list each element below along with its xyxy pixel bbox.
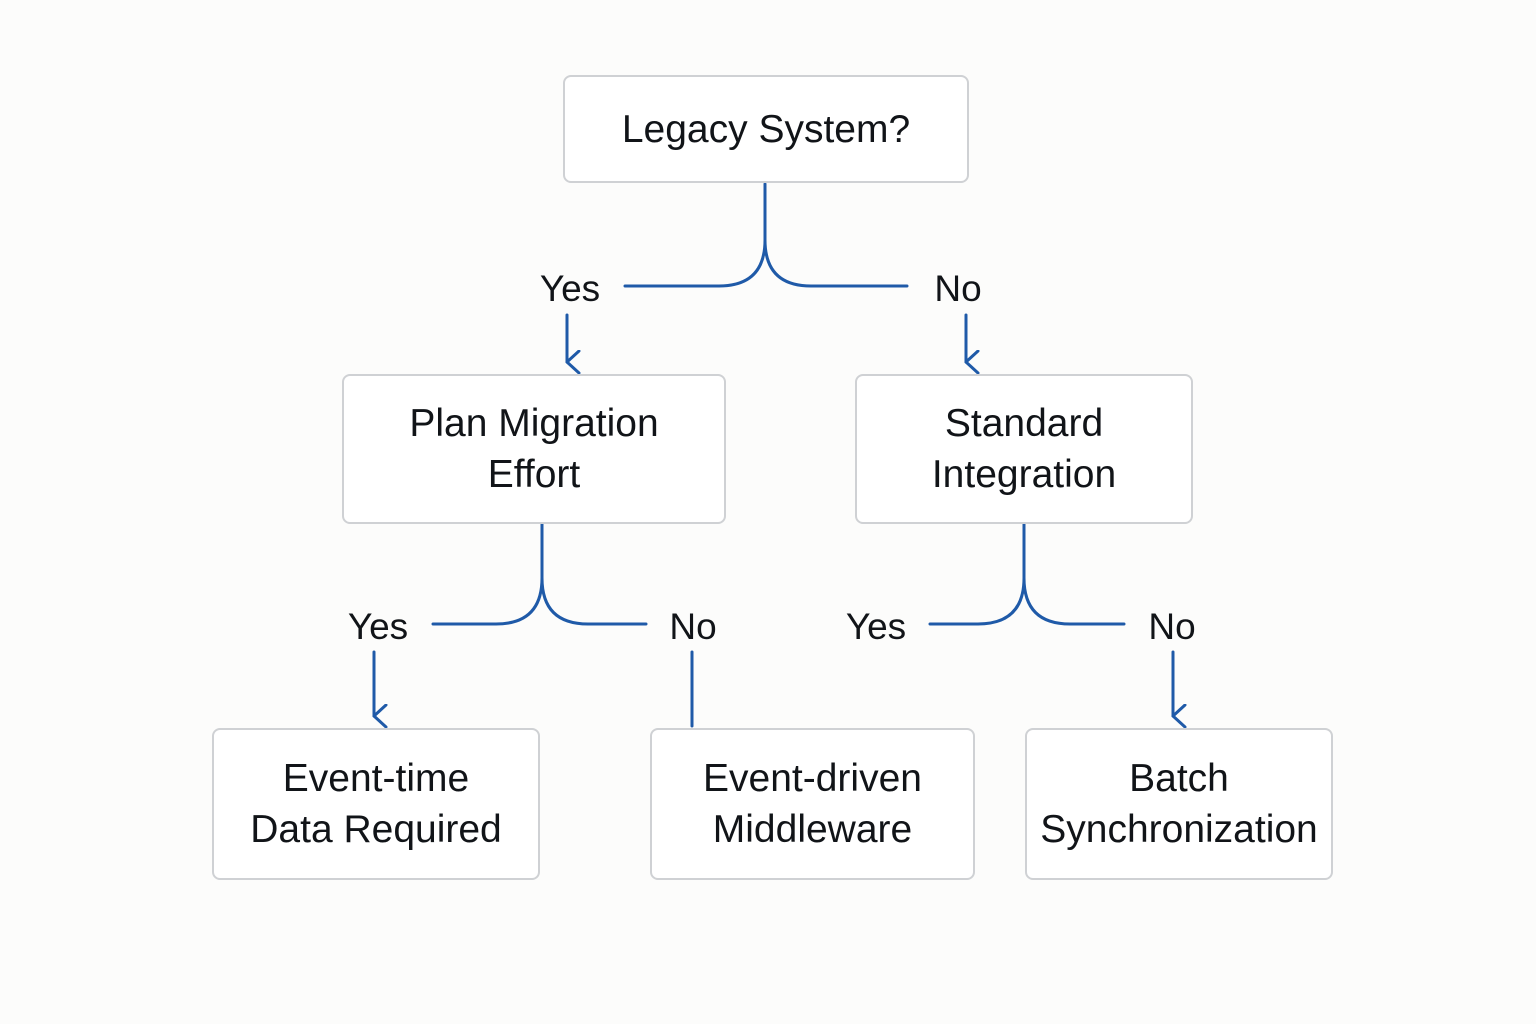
label-root-no: No <box>934 268 982 309</box>
node-event-time-line-1: Event-time <box>282 757 470 800</box>
node-standard-integration-text: Standard Integration <box>932 398 1116 500</box>
node-batch-synchronization-text: Batch Synchronization <box>1040 753 1318 855</box>
node-plan-migration-effort: Plan Migration Effort <box>342 374 726 524</box>
plan-split-connector <box>431 522 648 626</box>
node-legacy-system-line-1: Legacy System? <box>621 107 911 151</box>
label-plan-no: No <box>669 606 717 647</box>
node-plan-migration-effort-line-2: Effort <box>487 453 581 496</box>
node-event-time-line-2: Data Required <box>250 808 502 851</box>
node-legacy-system: Legacy System? <box>563 75 969 183</box>
standard-split-connector <box>928 522 1126 626</box>
node-event-driven-line-1: Event-driven <box>703 757 922 800</box>
node-event-driven-line-2: Middleware <box>712 808 913 851</box>
node-standard-integration-line-1: Standard <box>944 402 1104 445</box>
node-event-driven-middleware-text: Event-driven Middleware <box>703 753 922 855</box>
label-root-yes: Yes <box>539 268 601 309</box>
node-plan-migration-effort-text: Plan Migration Effort <box>409 398 658 500</box>
label-plan-yes: Yes <box>347 606 409 647</box>
node-legacy-system-text: Legacy System? <box>622 104 910 155</box>
node-batch-sync-line-1: Batch <box>1129 757 1229 800</box>
node-event-driven-middleware: Event-driven Middleware <box>650 728 975 880</box>
label-standard-no: No <box>1148 606 1196 647</box>
node-event-time-data-required: Event-time Data Required <box>212 728 540 880</box>
node-plan-migration-effort-line-1: Plan Migration <box>409 402 659 445</box>
label-standard-yes: Yes <box>845 606 907 647</box>
root-split-connector <box>623 182 909 288</box>
node-batch-synchronization: Batch Synchronization <box>1025 728 1333 880</box>
node-batch-sync-line-2: Synchronization <box>1040 808 1318 851</box>
node-event-time-data-required-text: Event-time Data Required <box>250 753 501 855</box>
node-standard-integration: Standard Integration <box>855 374 1193 524</box>
node-standard-integration-line-2: Integration <box>931 453 1117 496</box>
